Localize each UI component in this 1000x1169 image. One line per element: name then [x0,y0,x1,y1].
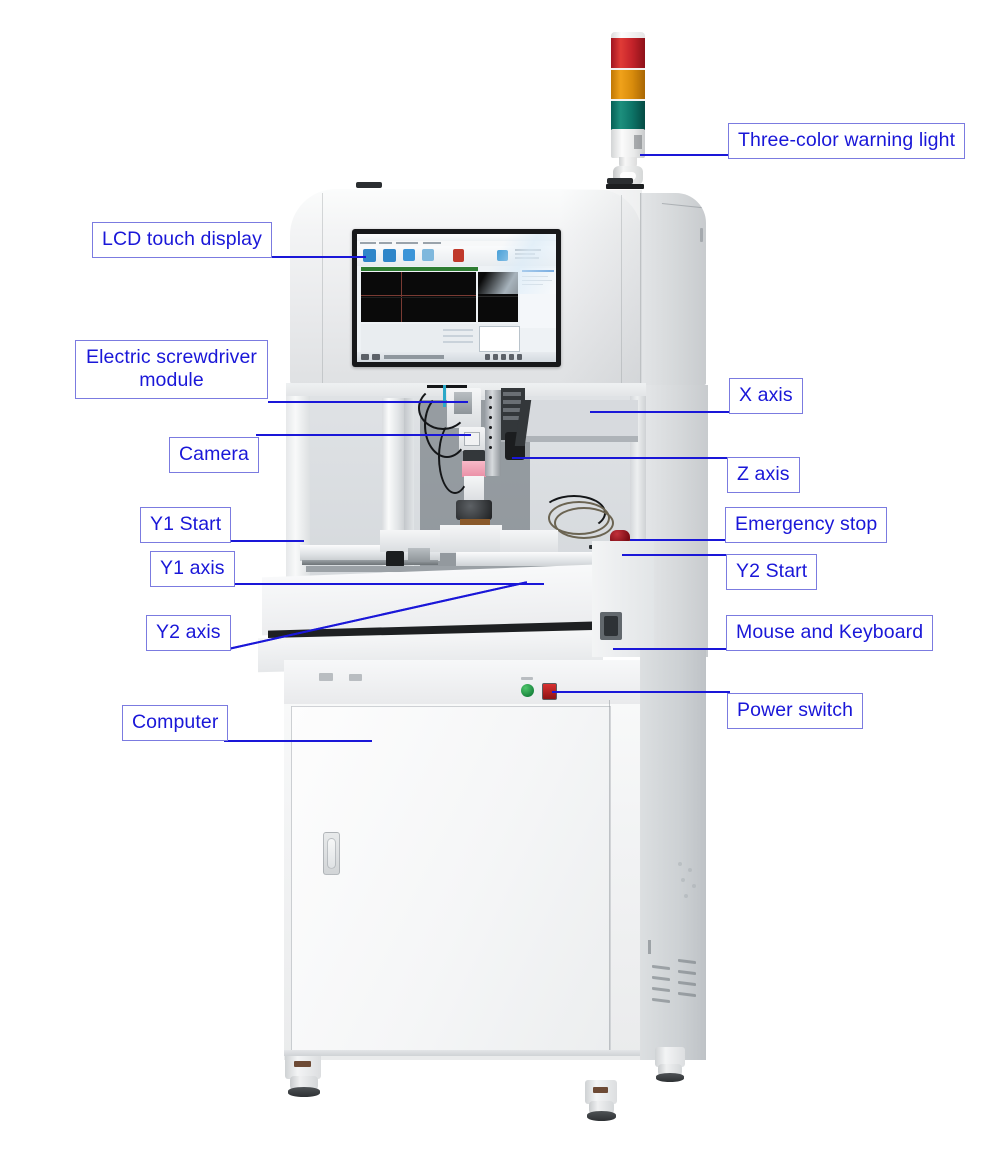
leader-x-axis [590,411,730,413]
y2-axis-rail [456,552,616,568]
left-guide-column-shade [404,398,414,573]
screwdriver-bit-housing [456,500,492,520]
leader-emergency-stop [630,539,730,541]
hood-seam-left [322,193,323,383]
callout-y2-axis[interactable]: Y2 axis [146,615,231,651]
y1-carriage [380,530,450,552]
cabinet-door-gap [609,700,610,1056]
callout-y1-start[interactable]: Y1 Start [140,507,232,543]
y1-drive-block [386,551,404,567]
cable-loop-3 [438,420,472,494]
cabinet-side-slot [648,940,651,954]
cabinet-side-panel [640,650,706,1060]
work-fixture-right [500,530,558,556]
computer-io-panel [284,660,640,704]
cable-loop-6 [554,507,614,539]
frame-right-side [646,385,708,657]
callout-computer[interactable]: Computer [122,705,229,741]
callout-y2-start[interactable]: Y2 Start [726,554,818,590]
z-axis-slide [485,390,501,476]
leader-three-color-warning-light [640,154,730,156]
cabinet-base-trim [284,1050,640,1056]
leader-electric-screwdriver-module [268,401,468,403]
callout-z-axis[interactable]: Z axis [727,457,800,493]
usb-port-1[interactable] [319,673,333,681]
leader-y1-axis [222,583,544,585]
callout-x-axis[interactable]: X axis [729,378,803,414]
lcd-screen-content [357,234,556,362]
mouse-keyboard-bracket [604,616,618,636]
lcd-touch-display[interactable] [352,229,561,367]
left-guide-column [382,398,404,573]
leader-computer [224,740,372,742]
callout-electric-screwdriver-module[interactable]: Electric screwdriver module [75,340,268,399]
callout-emergency-stop[interactable]: Emergency stop [725,507,888,543]
door-handle[interactable] [323,832,340,875]
leader-camera [256,434,471,436]
cable-top [427,385,467,388]
leader-y1-start [212,540,304,542]
callout-y1-axis[interactable]: Y1 axis [150,551,235,587]
hood-edge [640,193,641,385]
leader-mouse-and-keyboard [613,648,731,650]
y1-axis-rail-base [302,560,438,565]
leader-y2-start [622,554,730,556]
callout-lcd-touch-display[interactable]: LCD touch display [92,222,272,258]
callout-three-color-warning-light[interactable]: Three-color warning light [728,123,966,159]
cabinet-door[interactable] [291,706,611,1052]
callout-mouse-and-keyboard[interactable]: Mouse and Keyboard [726,615,934,651]
hood-shading [560,190,642,385]
callout-camera[interactable]: Camera [169,437,259,473]
start-button[interactable] [521,684,534,697]
cable-blue [443,385,446,407]
interior-ledge [470,436,638,442]
hood-hinge-left [356,182,382,188]
work-fixture-left [440,525,502,553]
emergency-stop-button[interactable] [610,530,630,543]
usb-port-2[interactable] [349,674,362,681]
hood-hinge-right [607,178,633,184]
hood-side-slot [700,228,703,242]
leader-power-switch [552,691,730,693]
hood-seam-right [621,195,622,383]
io-indicator [521,677,533,680]
callout-power-switch[interactable]: Power switch [727,693,864,729]
leader-lcd-touch-display [268,256,366,258]
machine-hood-side [640,193,706,385]
leader-z-axis [512,457,730,459]
